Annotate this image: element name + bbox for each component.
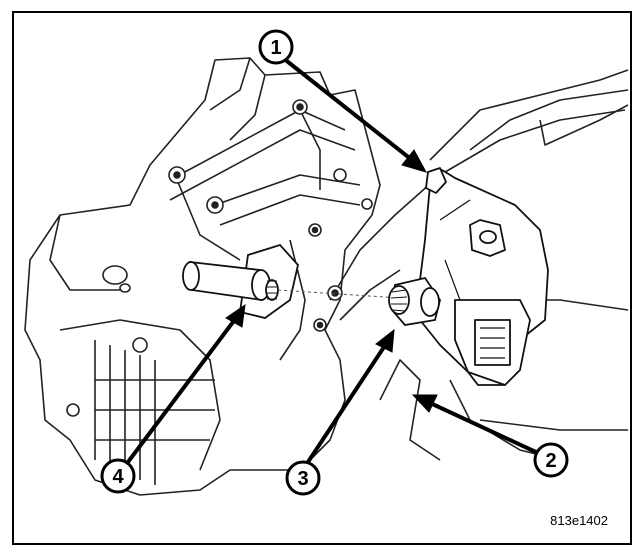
figure-id-label: 813e1402 [550, 513, 608, 528]
hvac-housing [24, 57, 629, 496]
callout-2: 2 [533, 442, 569, 478]
callout-1-number: 1 [270, 37, 281, 59]
leader-arrows [126, 56, 540, 464]
callout-1: 1 [258, 29, 294, 65]
callout-4-number: 4 [112, 466, 124, 488]
callout-3: 3 [285, 460, 321, 496]
fasteners [66, 99, 373, 417]
blend-door-actuator [419, 167, 549, 386]
callout-2-number: 2 [545, 450, 556, 472]
alignment-line [277, 289, 401, 299]
output-gear [388, 276, 441, 326]
callout-3-number: 3 [297, 468, 308, 490]
callout-4: 4 [100, 458, 136, 494]
pivot-shaft [182, 243, 299, 319]
